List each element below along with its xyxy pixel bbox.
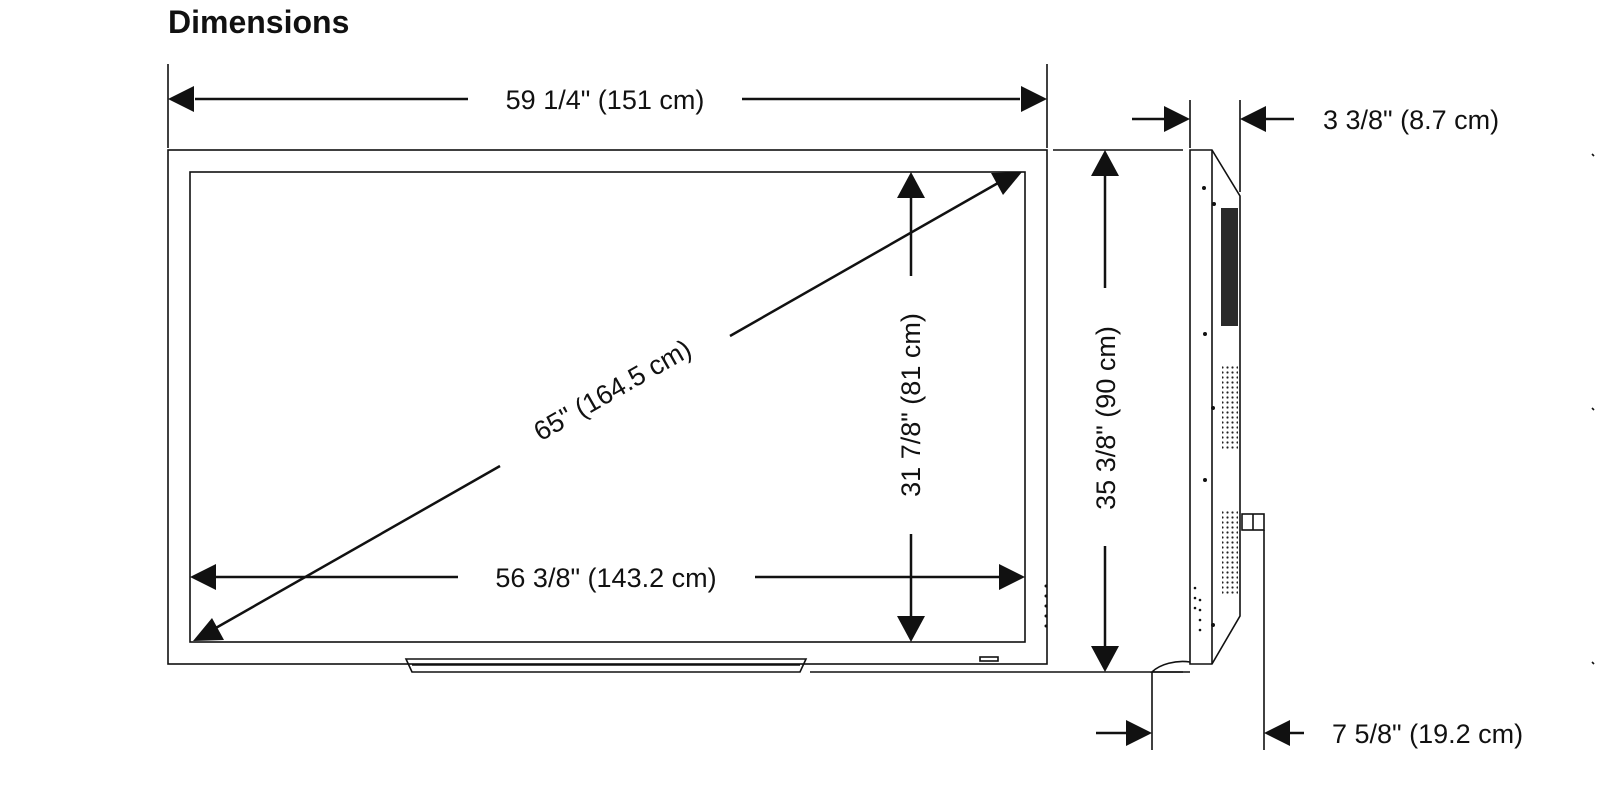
speaker-grille bbox=[1221, 208, 1238, 326]
depth-with-tray-dimension: 7 5/8" (19.2 cm) bbox=[1096, 530, 1523, 750]
overall-width-dimension: 59 1/4" (151 cm) bbox=[167, 64, 1048, 148]
screen-width-dimension: 56 3/8" (143.2 cm) bbox=[190, 563, 1025, 593]
power-button bbox=[979, 656, 999, 662]
screen-height-dimension: 31 7/8" (81 cm) bbox=[896, 172, 926, 642]
arrow-head bbox=[1164, 106, 1190, 132]
display-bezel-outline bbox=[167, 149, 1048, 665]
arrow-head bbox=[897, 172, 925, 198]
arrow-head bbox=[1021, 86, 1047, 112]
arrow-head bbox=[168, 86, 194, 112]
arrow-head bbox=[190, 564, 216, 590]
overall-height-dimension: 35 3/8" (90 cm) bbox=[810, 149, 1183, 673]
depth-label: 3 3/8" (8.7 cm) bbox=[1323, 105, 1499, 135]
screen-height-label: 31 7/8" (81 cm) bbox=[896, 313, 926, 497]
depth-dimension: 3 3/8" (8.7 cm) bbox=[1132, 100, 1499, 192]
page-title: Dimensions bbox=[168, 4, 350, 40]
screen-width-label: 56 3/8" (143.2 cm) bbox=[495, 563, 716, 593]
screen-outline bbox=[189, 171, 1026, 643]
arrow-head bbox=[897, 616, 925, 642]
pen-tray bbox=[404, 658, 808, 673]
vent-grid bbox=[1222, 366, 1238, 594]
edge-marks bbox=[1591, 153, 1595, 665]
tray-profile bbox=[1150, 660, 1191, 673]
arrow-head bbox=[1126, 720, 1152, 746]
side-view bbox=[1150, 149, 1265, 673]
front-view bbox=[167, 149, 1048, 673]
diagonal-label: 65" (164.5 cm) bbox=[529, 334, 697, 447]
arrow-head bbox=[1091, 150, 1119, 176]
arrow-head bbox=[193, 618, 224, 641]
overall-width-label: 59 1/4" (151 cm) bbox=[506, 85, 705, 115]
side-vent-dots bbox=[1044, 584, 1048, 628]
arrow-head bbox=[1240, 106, 1266, 132]
arrow-head bbox=[1264, 720, 1290, 746]
depth-with-tray-label: 7 5/8" (19.2 cm) bbox=[1332, 719, 1523, 749]
arrow-head bbox=[999, 564, 1025, 590]
overall-height-label: 35 3/8" (90 cm) bbox=[1091, 326, 1121, 510]
arrow-head bbox=[991, 172, 1022, 195]
arrow-head bbox=[1091, 646, 1119, 672]
